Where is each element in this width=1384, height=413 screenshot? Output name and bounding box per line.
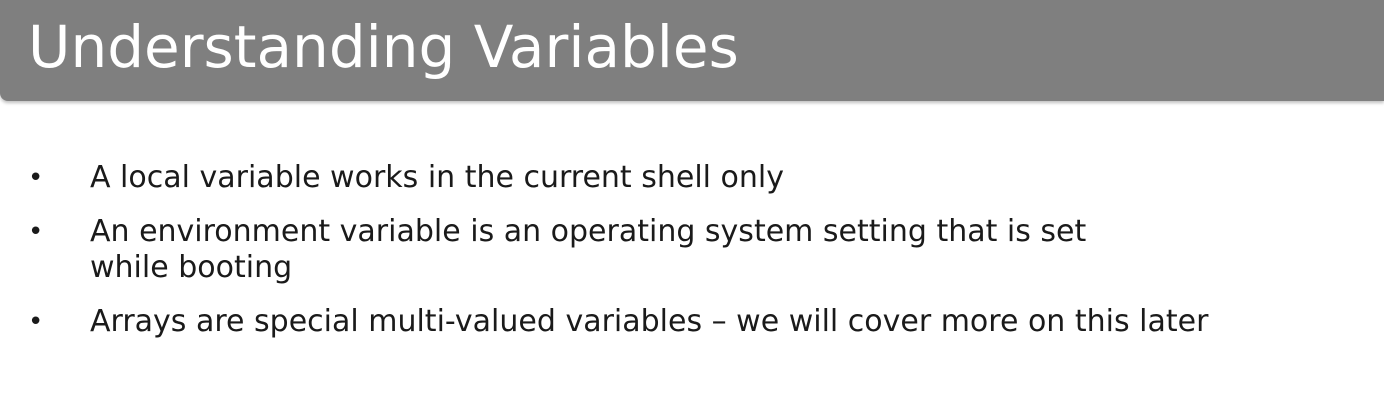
bullet-text: Arrays are special multi-valued variable… xyxy=(90,304,1209,339)
bullet-item: • A local variable works in the current … xyxy=(0,160,1384,196)
bullet-item: • Arrays are special multi-valued variab… xyxy=(0,304,1384,340)
bullet-dot-icon: • xyxy=(28,163,44,193)
bullet-text: A local variable works in the current sh… xyxy=(90,160,784,195)
bullet-text: An environment variable is an operating … xyxy=(90,214,1087,285)
title-bar: Understanding Variables xyxy=(0,0,1384,101)
bullet-dot-icon: • xyxy=(28,307,44,337)
bullet-list: • A local variable works in the current … xyxy=(0,160,1384,358)
bullet-item: • An environment variable is an operatin… xyxy=(0,214,1200,286)
slide-title: Understanding Variables xyxy=(28,13,739,81)
bullet-dot-icon: • xyxy=(28,217,44,247)
